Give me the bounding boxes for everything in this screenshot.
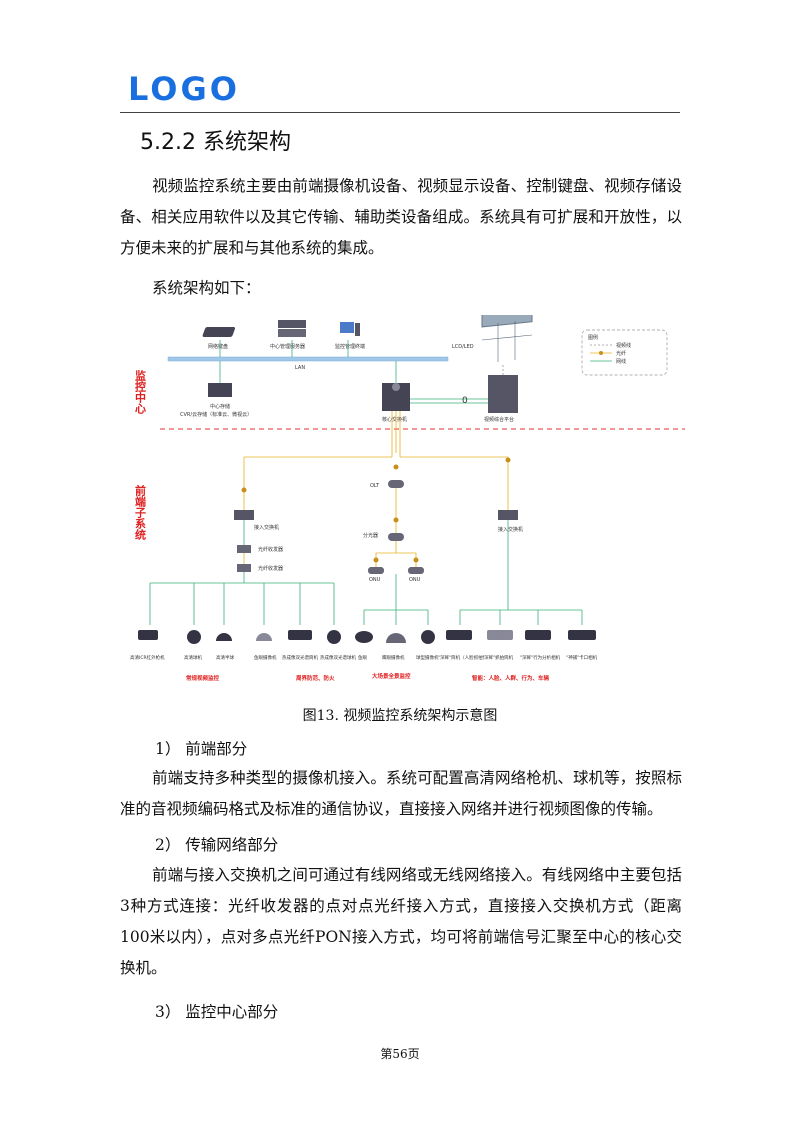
access-switch-icon xyxy=(234,510,254,520)
zone-center-label: 监控中心 xyxy=(134,369,147,415)
camera-label: "深眸"行为分析相机 xyxy=(520,654,561,661)
server-label: 中心管理服务器 xyxy=(270,343,305,350)
group-label: 常规视频监控 xyxy=(186,674,220,682)
section-title: 5.2.2 系统架构 xyxy=(140,130,291,155)
list-item-1: 1） 前端部分 xyxy=(155,740,248,758)
camera-icon xyxy=(568,630,596,640)
access-switch-label: 接入交换机 xyxy=(498,526,523,533)
camera-icon xyxy=(216,633,232,641)
camera-icon xyxy=(187,630,201,644)
lan-label: LAN xyxy=(295,365,305,371)
camera-icon xyxy=(446,630,472,640)
video-platform-icon xyxy=(488,375,518,413)
onu-label: ONU xyxy=(409,577,421,583)
legend-fiber: 光纤 xyxy=(616,350,626,357)
keyboard-label: 网络键盘 xyxy=(208,343,228,350)
camera-label: 高清球机 xyxy=(184,654,202,661)
fiber-transceiver-icon xyxy=(237,564,251,572)
lcd-wall-icon xyxy=(481,315,533,362)
onu-icon xyxy=(408,567,424,574)
header-rule xyxy=(120,112,680,113)
onu-label: ONU xyxy=(369,577,381,583)
server-icon xyxy=(278,320,306,337)
camera-label: "深眸"筒机（人脸抓拍） xyxy=(438,654,487,661)
terminal-icon xyxy=(340,322,360,336)
camera-label: 高清ICR红外枪机 xyxy=(130,654,165,661)
camera-label: 鱼眼 xyxy=(358,654,367,661)
storage-icon xyxy=(208,383,232,397)
paragraph-text: 前端与接入交换机之间可通过有线网络或无线网络接入。有线网络中主要包括3种方式连接… xyxy=(120,866,682,977)
fiber-transceiver-label: 光纤收发器 xyxy=(258,565,283,572)
list-item-2: 2） 传输网络部分 xyxy=(155,836,279,854)
legend-box xyxy=(581,329,668,376)
page-number: 第56页 xyxy=(380,1047,420,1061)
group-label: 大场景全景监控 xyxy=(372,672,411,680)
group-label: 智能：人脸、人群、行为、车辆 xyxy=(472,674,550,682)
core-switch-label: 核心交换机 xyxy=(382,416,407,423)
group-label: 周界防范、防火 xyxy=(296,674,335,682)
camera-label: 高清半球 xyxy=(216,654,234,661)
olt-label: OLT xyxy=(370,483,380,489)
fiber-transceiver-label: 光纤收发器 xyxy=(258,546,283,553)
paragraph-arch-intro: 系统架构如下： xyxy=(120,273,682,304)
camera-icon xyxy=(421,630,435,644)
legend-net: 网线 xyxy=(616,358,626,365)
camera-label: 热成像双光谱筒机 xyxy=(282,654,318,661)
paragraph-front: 前端支持多种类型的摄像机接入。系统可配置高清网络枪机、球机等，按照标准的音视频编… xyxy=(120,763,682,825)
camera-label: 鹰眼摄像机 xyxy=(382,654,405,661)
video-platform-label: 视频综合平台 xyxy=(484,416,514,423)
paragraph-intro: 视频监控系统主要由前端摄像机设备、视频显示设备、控制键盘、视频存储设备、相关应用… xyxy=(120,171,682,264)
camera-icon xyxy=(487,630,513,640)
camera-icon xyxy=(138,630,158,640)
list-item-3: 3） 监控中心部分 xyxy=(155,1003,279,1021)
paragraph-text: 前端支持多种类型的摄像机接入。系统可配置高清网络枪机、球机等，按照标准的音视频编… xyxy=(120,769,682,818)
onu-icon xyxy=(368,567,384,574)
architecture-diagram: 监控中心 前端子系统 LAN 网络键盘 中心管理服务器 监控管理终端 LCD/L… xyxy=(130,315,685,682)
core-switch-icon xyxy=(382,383,410,411)
storage-sublabel: CVR/云存储（标准云、微视云） xyxy=(180,411,252,418)
company-logo: LOGO xyxy=(128,70,240,108)
camera-icon xyxy=(256,633,272,641)
storage-label: 中心存储 xyxy=(210,403,230,410)
camera-label: 鱼眼摄像机 xyxy=(254,654,277,661)
terminal-label: 监控管理终端 xyxy=(335,343,365,350)
camera-icon xyxy=(288,630,312,640)
legend-title: 图例 xyxy=(588,334,598,341)
paragraph-network: 前端与接入交换机之间可通过有线网络或无线网络接入。有线网络中主要包括3种方式连接… xyxy=(120,860,682,984)
olt-icon xyxy=(388,480,404,488)
splitter-icon xyxy=(388,533,404,541)
fiber-transceiver-icon xyxy=(237,545,251,553)
paragraph-text: 视频监控系统主要由前端摄像机设备、视频显示设备、控制键盘、视频存储设备、相关应用… xyxy=(120,177,682,257)
figure-caption: 图13. 视频监控系统架构示意图 xyxy=(302,708,498,724)
lan-bar xyxy=(167,356,449,362)
zone-front-label: 前端子系统 xyxy=(134,484,147,541)
camera-icon xyxy=(327,630,341,644)
camera-label: "深眸"抓拍筒机 xyxy=(482,654,514,661)
paragraph-text: 系统架构如下： xyxy=(152,279,261,297)
access-switch-icon xyxy=(498,510,518,520)
camera-icon xyxy=(355,631,373,643)
legend-video: 视频线 xyxy=(616,342,631,349)
camera-icon xyxy=(525,630,551,640)
lcd-label: LCD/LED xyxy=(452,344,474,350)
camera-label: 热成像双光谱球机 xyxy=(320,654,356,661)
camera-icon xyxy=(386,633,406,643)
camera-label: 球型摄像机 xyxy=(416,654,439,661)
camera-label: "神捕"卡口相机 xyxy=(566,654,598,661)
network-keyboard-icon xyxy=(202,327,236,337)
svg-text:0: 0 xyxy=(462,396,468,406)
access-switch-label: 接入交换机 xyxy=(254,524,279,531)
splitter-label: 分光器 xyxy=(363,532,378,539)
